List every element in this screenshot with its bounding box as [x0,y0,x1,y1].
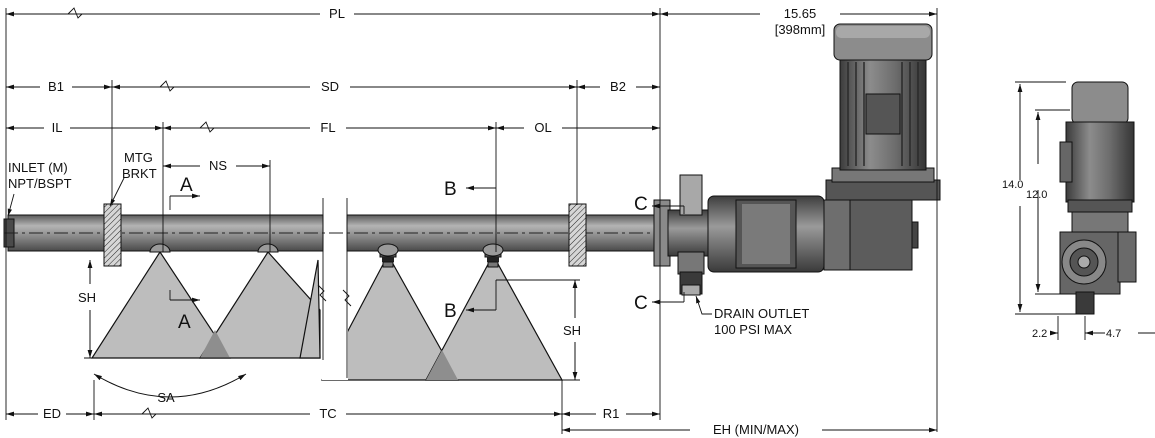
label-side-22: 2.2 [1032,328,1047,340]
label-side-47: 4.7 [1106,328,1121,340]
label-pl: PL [329,6,345,21]
label-section-b-bottom: B [444,301,457,322]
side-view [1059,81,1137,315]
label-inlet-line2: NPT/BSPT [8,176,72,191]
label-section-b-top: B [444,179,457,200]
label-drain-line1: DRAIN OUTLET [714,306,809,321]
label-eh: EH (MIN/MAX) [713,422,799,437]
label-b2: B2 [610,79,626,94]
label-motor-length-mm: [398mm] [775,22,826,37]
spray-patterns [90,250,564,381]
label-ns: NS [209,158,227,173]
label-il: IL [52,120,63,135]
label-section-a-top: A [180,175,193,196]
label-mtg-line1: MTG [124,150,153,165]
motor-gearbox-assembly [653,23,941,296]
label-drain-line2: 100 PSI MAX [714,322,792,337]
nozzles [149,243,504,268]
label-section-c-top: C [634,194,648,215]
label-sh-right: SH [563,323,581,338]
label-section-c-bottom: C [634,293,648,314]
label-r1: R1 [603,406,620,421]
label-sa: SA [157,390,175,405]
label-ed: ED [43,406,61,421]
label-sh-left: SH [78,290,96,305]
label-mtg-line2: BRKT [122,166,157,181]
label-side-12: 12.0 [1026,189,1047,201]
label-section-a-bottom: A [178,312,191,333]
label-b1: B1 [48,79,64,94]
label-inlet-line1: INLET (M) [8,160,68,175]
mounting-brackets [103,203,587,267]
label-tc: TC [319,406,336,421]
label-motor-length: 15.65 [784,6,817,21]
pipe-break [317,195,352,380]
label-sd: SD [321,79,339,94]
dimension-labels: PL 15.65 [398mm] B1 SD B2 IL FL OL INLET… [8,6,1121,437]
dimension-lines [5,7,1155,434]
label-side-14: 14.0 [1002,179,1023,191]
label-fl: FL [320,120,335,135]
label-ol: OL [534,120,551,135]
